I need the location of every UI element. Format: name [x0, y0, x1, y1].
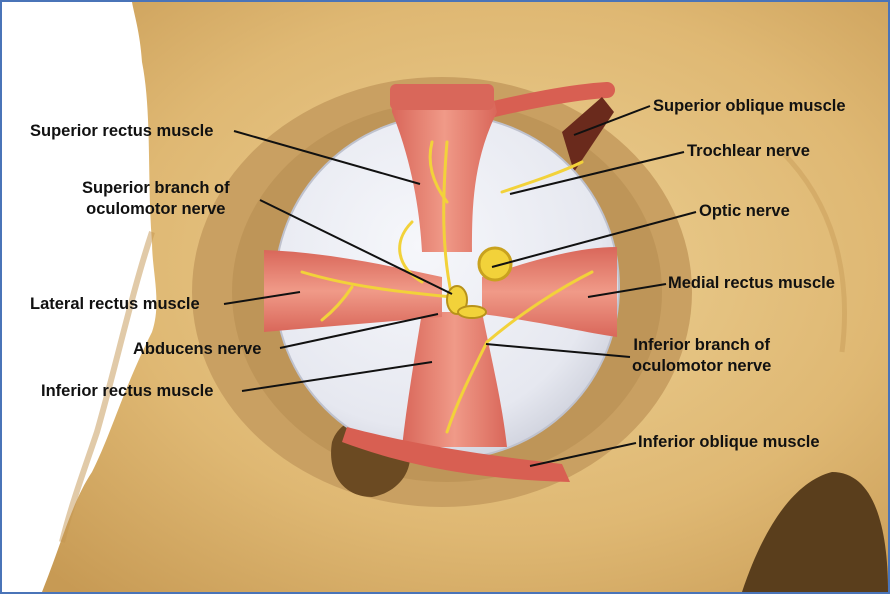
nerve-branches: [300, 140, 594, 434]
leader-inferior-branch: [485, 343, 631, 358]
label-inferior-branch-line1: Inferior branch of: [633, 336, 770, 354]
leader-inferior-rectus: [241, 361, 433, 392]
leader-superior-branch: [259, 199, 453, 295]
leader-trochlear: [509, 151, 685, 195]
abducens-trunk: [457, 305, 487, 319]
leader-inferior-oblique: [529, 442, 637, 467]
label-superior-branch-line2: oculomotor nerve: [86, 200, 226, 218]
leader-lateral-rectus: [223, 291, 301, 305]
label-superior-rectus-muscle: Superior rectus muscle: [30, 122, 214, 140]
leader-medial-rectus: [587, 283, 667, 298]
medial-rectus-shape: [482, 247, 617, 337]
superior-rectus-insertion: [390, 84, 494, 110]
superior-oblique-muscle-body: [562, 97, 614, 172]
optic-nerve-shape: [477, 246, 513, 282]
label-inferior-branch-oculomotor-nerve: Inferior branch of oculomotor nerve: [632, 335, 771, 377]
leader-abducens: [279, 313, 439, 349]
label-medial-rectus-muscle: Medial rectus muscle: [668, 274, 835, 292]
label-lateral-rectus-muscle: Lateral rectus muscle: [30, 295, 200, 313]
label-inferior-rectus-muscle: Inferior rectus muscle: [41, 382, 214, 400]
nasal-opening: [742, 472, 888, 592]
leader-optic: [491, 211, 697, 268]
leader-lines: [223, 105, 697, 467]
label-inferior-branch-line2: oculomotor nerve: [632, 357, 772, 375]
inferior-oblique-shape: [342, 427, 570, 482]
label-inferior-oblique-muscle: Inferior oblique muscle: [638, 433, 820, 451]
label-optic-nerve: Optic nerve: [699, 202, 790, 220]
bone-ridge: [780, 150, 847, 353]
label-superior-branch-line1: Superior branch of: [82, 179, 230, 197]
bone-ridge: [59, 231, 155, 543]
inferior-rectus-shape: [402, 312, 507, 447]
label-superior-oblique-muscle: Superior oblique muscle: [653, 97, 846, 115]
leader-superior-rectus: [233, 130, 421, 185]
lateral-rectus-shape: [264, 250, 442, 332]
label-abducens-nerve: Abducens nerve: [133, 340, 262, 358]
label-superior-branch-oculomotor-nerve: Superior branch of oculomotor nerve: [82, 178, 230, 220]
leader-superior-oblique: [573, 105, 651, 136]
label-trochlear-nerve: Trochlear nerve: [687, 142, 810, 160]
